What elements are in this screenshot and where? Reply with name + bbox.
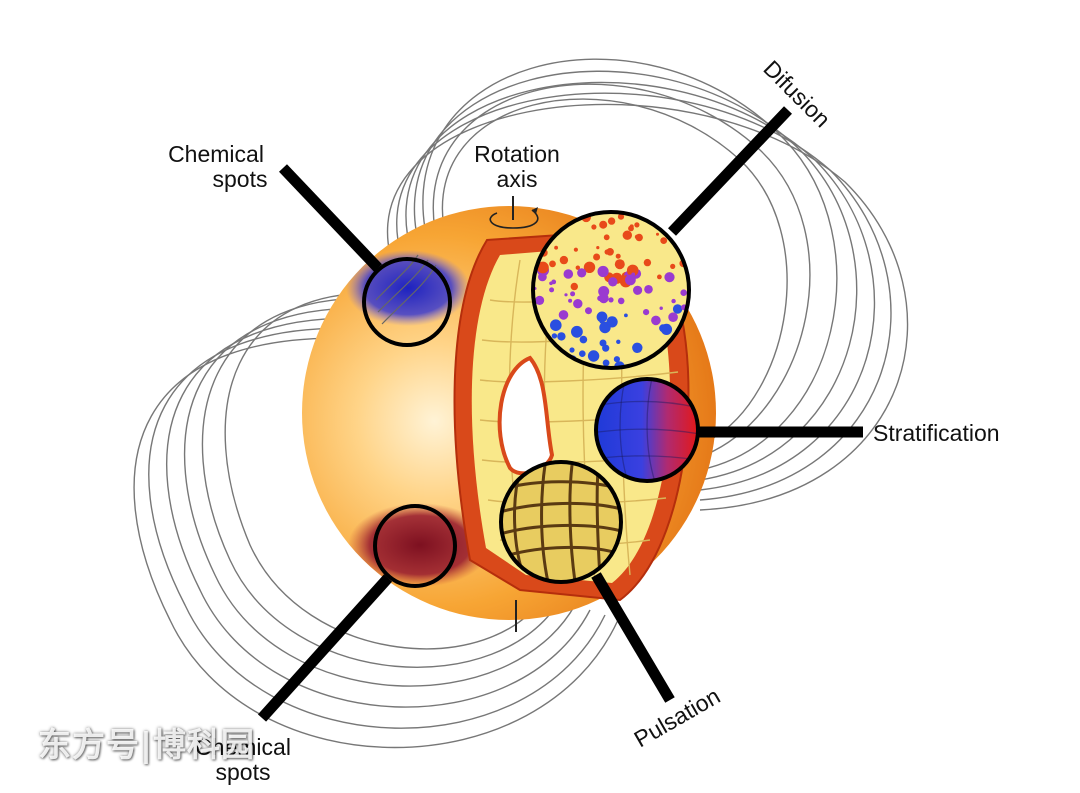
diffusion-particle: [625, 274, 636, 286]
diffusion-particle: [551, 333, 558, 339]
magnetic-field-lines: [133, 58, 909, 749]
diffusion-particle: [613, 356, 621, 363]
chemical-spots-bottom-callout: [257, 504, 457, 722]
diffusion-particle: [602, 345, 607, 349]
diffusion-particle: [591, 224, 597, 230]
diffusion-particle: [660, 323, 673, 335]
diffusion-particle: [607, 217, 616, 225]
diffusion-particle: [587, 350, 600, 362]
diffusion-particle: [597, 265, 609, 278]
diffusion-particle: [634, 234, 640, 240]
diffusion-particle: [668, 312, 678, 323]
diffusion-particle: [608, 297, 614, 303]
diffusion-particle: [643, 309, 650, 316]
diffusion-particle: [670, 263, 676, 269]
diffusion-particle: [626, 264, 639, 277]
diffusion-inset: [531, 106, 792, 370]
label-rotation-1: Rotation: [474, 141, 560, 167]
rotation-arrow-icon: [489, 209, 539, 229]
stratification-inset: [594, 377, 863, 483]
diffusion-particle: [550, 319, 562, 332]
label-chemical-spots-top-2: spots: [213, 166, 268, 192]
label-chemical-spots-bottom-2: spots: [216, 759, 271, 785]
label-difusion: Difusion: [758, 55, 835, 132]
diffusion-particle: [617, 213, 625, 220]
diffusion-particle: [575, 265, 580, 270]
diffusion-particle: [570, 291, 576, 297]
diffusion-particle: [564, 293, 568, 297]
diffusion-particle: [549, 281, 553, 286]
label-pulsation: Pulsation: [630, 683, 725, 753]
diffusion-particle: [632, 342, 643, 353]
diffusion-particle: [631, 272, 636, 277]
diffusion-particle: [602, 359, 610, 367]
pulsation-inset: [499, 460, 675, 703]
diffusion-particle: [657, 274, 662, 280]
diffusion-particle: [596, 246, 600, 250]
diffusion-particle: [563, 269, 574, 279]
diffusion-particle: [614, 259, 625, 270]
diffusion-particle: [535, 295, 545, 305]
diffusion-particle: [537, 261, 549, 274]
diffusion-particle: [604, 249, 610, 255]
diffusion-particle: [596, 311, 608, 323]
diffusion-particle: [557, 332, 566, 341]
diffusion-particle: [568, 298, 573, 303]
diffusion-particle: [579, 350, 586, 358]
diffusion-particle: [573, 247, 579, 252]
red-chemical-spot: [348, 503, 492, 587]
diffusion-particle: [599, 220, 608, 229]
diffusion-particle: [660, 237, 668, 245]
watermark: 东方号|博科园: [38, 725, 256, 764]
diffusion-particle: [571, 325, 583, 338]
label-chemical-spots-bottom-1: Chemical: [195, 734, 291, 760]
diffusion-particle: [598, 293, 609, 304]
diffusion-particle: [624, 313, 628, 318]
label-rotation-2: axis: [497, 166, 538, 192]
label-chemical-spots-top-1: Chemical: [168, 141, 264, 167]
diffusion-particle: [622, 230, 632, 240]
diffusion-particle: [573, 299, 583, 309]
diffusion-particle: [643, 258, 652, 267]
diffusion-particle: [579, 335, 588, 344]
diffusion-particle: [672, 304, 683, 314]
diffusion-particle: [549, 260, 556, 268]
diffusion-particle: [651, 315, 661, 326]
diffusion-particle: [558, 310, 569, 320]
diffusion-particle: [585, 307, 592, 315]
diffusion-particle: [554, 245, 558, 250]
diffusion-particle: [628, 225, 634, 232]
diffusion-particle: [671, 298, 676, 304]
diffusion-particle: [615, 253, 621, 259]
diffusion-particle: [593, 253, 601, 261]
diffusion-particle: [608, 277, 618, 287]
diffusion-particle: [633, 285, 643, 295]
diffusion-particle: [577, 268, 587, 278]
diffusion-particle: [570, 282, 578, 291]
label-stratification: Stratification: [873, 420, 1000, 446]
diffusion-particle: [559, 255, 569, 265]
diffusion-particle: [616, 339, 621, 344]
diffusion-particle: [659, 306, 663, 310]
diffusion-particle: [606, 316, 618, 328]
diffusion-particle: [680, 289, 687, 297]
diffusion-particle: [549, 287, 555, 293]
chemical-spots-top-callout: [279, 164, 452, 347]
diffusion-particle: [583, 261, 596, 273]
diffusion-particle: [599, 319, 604, 324]
diffusion-particle: [656, 232, 659, 236]
diffusion-particle: [634, 222, 640, 228]
diffusion-particle: [569, 347, 575, 353]
diffusion-particle: [617, 297, 625, 305]
diffusion-particle: [644, 285, 653, 294]
diffusion-particle: [603, 234, 610, 241]
diffusion-particle: [664, 272, 675, 283]
